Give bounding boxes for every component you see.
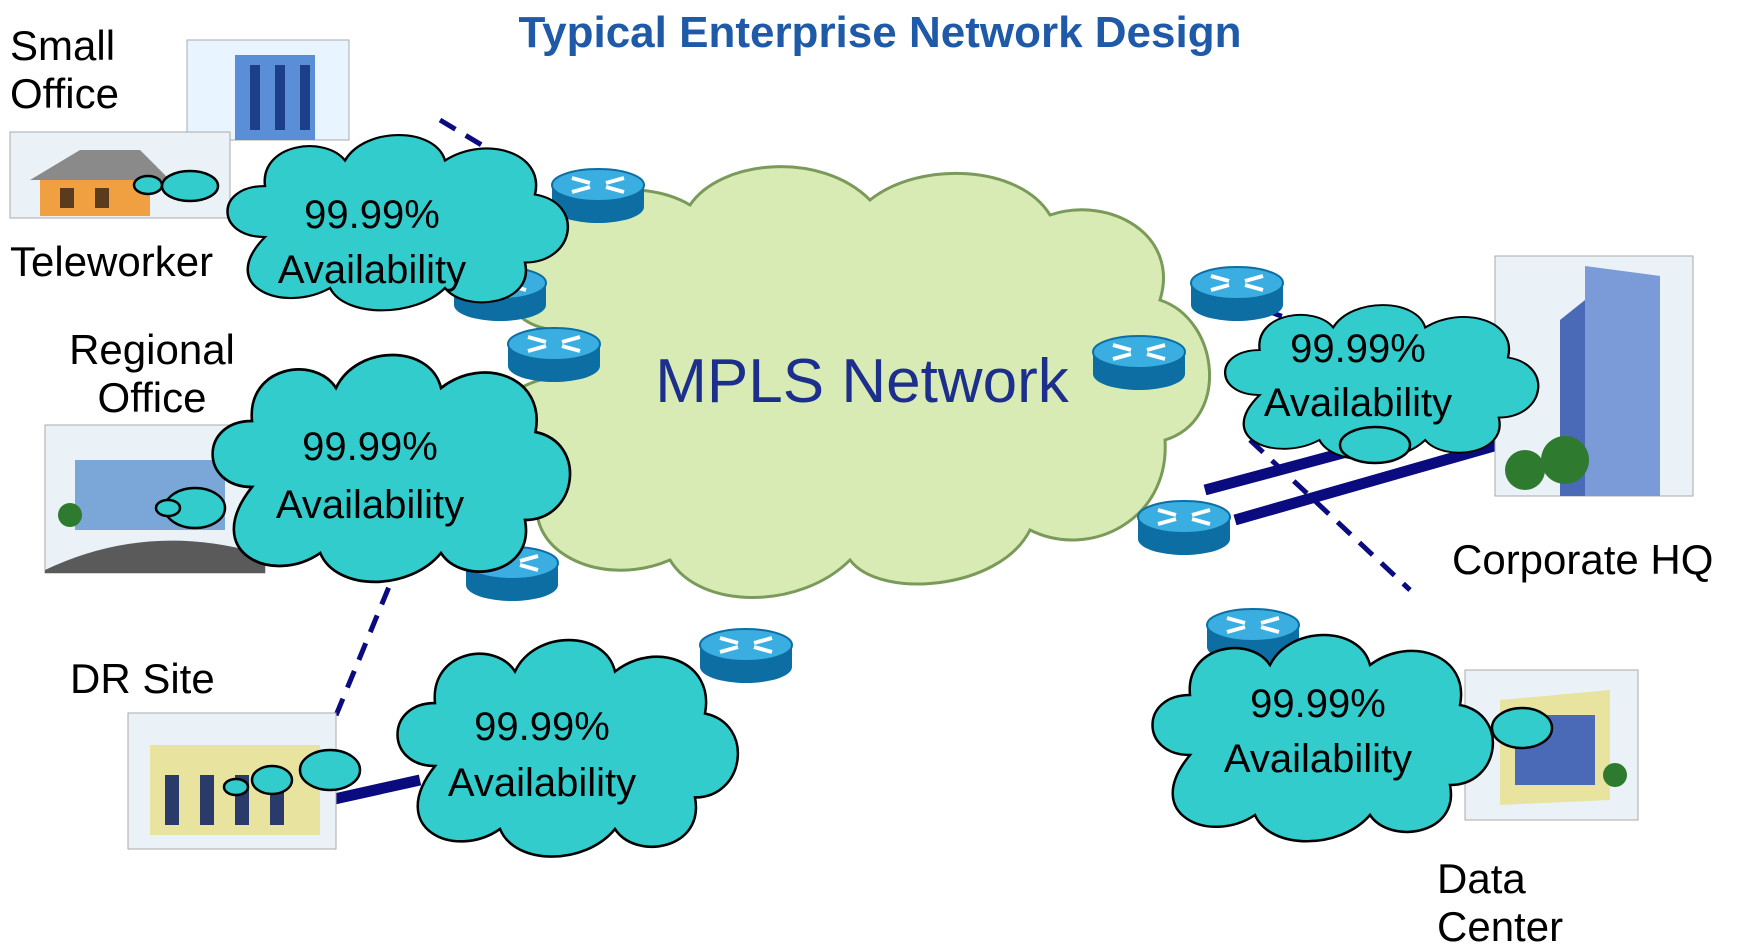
router-hq-3 <box>1136 499 1232 557</box>
building-corporate-hq-icon <box>1494 255 1694 497</box>
diagram-title: Typical Enterprise Network Design <box>518 8 1242 57</box>
availability-cloud-corporate-hq: 99.99% Availability <box>1223 303 1540 465</box>
availability-label: Availability <box>448 761 636 805</box>
availability-value: 99.99% <box>1250 682 1386 726</box>
availability-label: Availability <box>276 483 464 527</box>
label-teleworker: Teleworker <box>10 238 214 285</box>
availability-label: Availability <box>1224 737 1412 781</box>
label-data-center: Data Center <box>1437 855 1564 950</box>
router-hq-2 <box>1091 334 1187 392</box>
availability-cloud-regional-office: 99.99% Availability <box>154 353 572 584</box>
mpls-cloud: MPLS Network <box>489 165 1211 599</box>
availability-cloud-dr-site: 99.99% Availability <box>222 638 740 858</box>
mpls-network-label: MPLS Network <box>655 347 1069 416</box>
router-regional-1 <box>506 326 602 384</box>
availability-value: 99.99% <box>474 705 610 749</box>
availability-value: 99.99% <box>1290 327 1426 371</box>
availability-label: Availability <box>1264 381 1452 425</box>
availability-cloud-data-center: 99.99% Availability <box>1151 633 1554 843</box>
label-dr-site: DR Site <box>70 655 215 702</box>
label-corporate-hq: Corporate HQ <box>1452 536 1714 583</box>
router-dr-site <box>698 627 794 685</box>
availability-value: 99.99% <box>302 425 438 469</box>
availability-label: Availability <box>278 248 466 292</box>
availability-cloud-small-office: 99.99% Availability <box>132 133 570 312</box>
label-small-office: Small Office <box>10 22 119 117</box>
availability-value: 99.99% <box>304 193 440 237</box>
link-dr-site-backup <box>327 559 403 731</box>
router-hq-1 <box>1189 265 1285 323</box>
link-data-center <box>1248 438 1412 592</box>
building-small-office-icon <box>186 39 350 141</box>
label-regional-office: Regional Office <box>69 326 235 421</box>
link-dr-site <box>328 774 422 806</box>
